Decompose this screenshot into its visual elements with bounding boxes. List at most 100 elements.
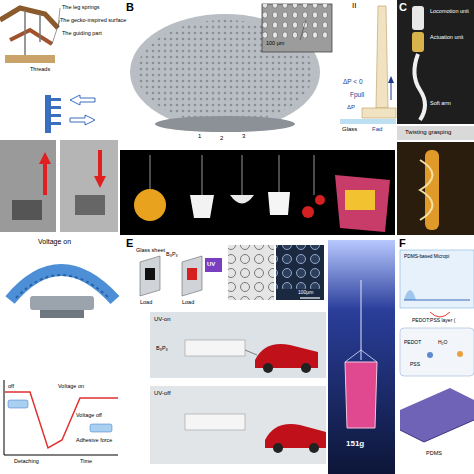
rect-shape [5, 55, 55, 63]
circle-shape [134, 189, 166, 221]
polyline-shape [5, 392, 118, 448]
graph-label: Detaching [14, 458, 39, 464]
part-name: PEDOT:PSS layer ( [412, 318, 455, 324]
rect-shape [228, 245, 274, 300]
path-shape [268, 192, 290, 215]
rect-shape [51, 106, 61, 109]
robot-photo [397, 0, 474, 235]
panel-letter: E [126, 237, 133, 249]
line-shape [98, 150, 102, 180]
rect-shape [340, 119, 396, 124]
scale-bar: 100μm [298, 290, 313, 296]
rect-shape [45, 95, 51, 133]
device-photos [0, 140, 118, 232]
rect-shape [400, 250, 474, 308]
path-shape [39, 152, 51, 164]
rect-shape [120, 150, 395, 235]
material-label: PDMS [426, 450, 442, 456]
rect-shape [51, 114, 61, 117]
rect-shape [397, 142, 474, 235]
car-photos [150, 312, 326, 464]
rect-shape [262, 4, 332, 38]
line-shape [361, 350, 377, 362]
rect-shape [328, 240, 395, 474]
panel-letter: B [126, 1, 134, 13]
path-shape [10, 270, 115, 300]
circle-shape [302, 206, 314, 218]
path-shape [404, 290, 416, 300]
force-label: Load [182, 299, 194, 305]
callout-number: 1 [198, 133, 201, 140]
mushroom-pillar [340, 6, 396, 124]
material-label: B₈P₈ [156, 345, 168, 351]
beaker-photo [328, 240, 395, 474]
path-shape [388, 76, 394, 83]
graph-label: Voltage on [58, 383, 84, 389]
rect-shape [51, 122, 61, 125]
rect-shape [8, 400, 28, 408]
rect-shape [51, 98, 61, 101]
adhesive-disk [130, 4, 332, 132]
line-shape [43, 160, 47, 195]
rect-shape [400, 328, 474, 376]
line-shape [314, 155, 315, 195]
circle-shape [263, 363, 273, 373]
path-shape [420, 160, 433, 220]
path-shape [16, 275, 109, 298]
rect-shape [145, 268, 155, 280]
rect-shape [30, 296, 94, 310]
circle-shape [427, 352, 433, 358]
material-label: PSS [410, 362, 420, 368]
material-label: H₂O [438, 340, 447, 346]
path-shape [94, 176, 106, 188]
rect-shape [150, 312, 326, 378]
line-shape [150, 155, 151, 189]
panel-letter: F [399, 237, 406, 249]
path-shape [182, 256, 202, 296]
line-shape [242, 155, 243, 195]
rect-shape [228, 245, 274, 300]
rect-shape [412, 32, 424, 52]
polyline-shape [0, 8, 58, 28]
line-shape [345, 350, 361, 362]
scale-bar: 100 μm [266, 40, 284, 46]
circle-shape [301, 363, 311, 373]
rect-shape [397, 0, 474, 124]
comb-actuator [45, 95, 95, 133]
path-shape [345, 362, 377, 428]
rect-shape [276, 245, 324, 300]
rect-shape [150, 386, 326, 464]
ellipse-shape [155, 116, 295, 132]
state-label: Voltage on [38, 238, 71, 246]
line-shape [245, 350, 257, 355]
path-shape [430, 312, 450, 317]
rect-shape [205, 258, 222, 272]
photo-caption: Twisting grasping [405, 129, 451, 136]
rect-shape [262, 4, 332, 52]
part-name: Locomotion unit [430, 8, 469, 14]
line-shape [52, 20, 60, 44]
circle-shape [273, 443, 283, 453]
part-name: Glass sheet [136, 247, 165, 253]
axis-label: Time [80, 458, 92, 464]
gecko-device [0, 8, 60, 63]
light-label: UV [207, 261, 215, 268]
part-name: PDMS-based Micropi [404, 254, 449, 259]
glass-sheet-setup [140, 256, 222, 296]
path-shape [230, 195, 254, 204]
path-shape [376, 6, 388, 108]
path-shape [70, 115, 95, 125]
rect-shape [276, 245, 324, 289]
part-name: Soft arm [430, 100, 451, 106]
micrograph [228, 245, 324, 300]
circle-shape [457, 351, 463, 357]
line-shape [24, 10, 26, 60]
mass-label: 151g [346, 440, 364, 449]
rect-shape [425, 150, 439, 230]
ring-electrode [10, 270, 115, 318]
force-label: Fpull [350, 91, 364, 98]
panel-letter: C [399, 1, 407, 13]
path-shape [400, 388, 474, 442]
line-shape [4, 455, 118, 456]
